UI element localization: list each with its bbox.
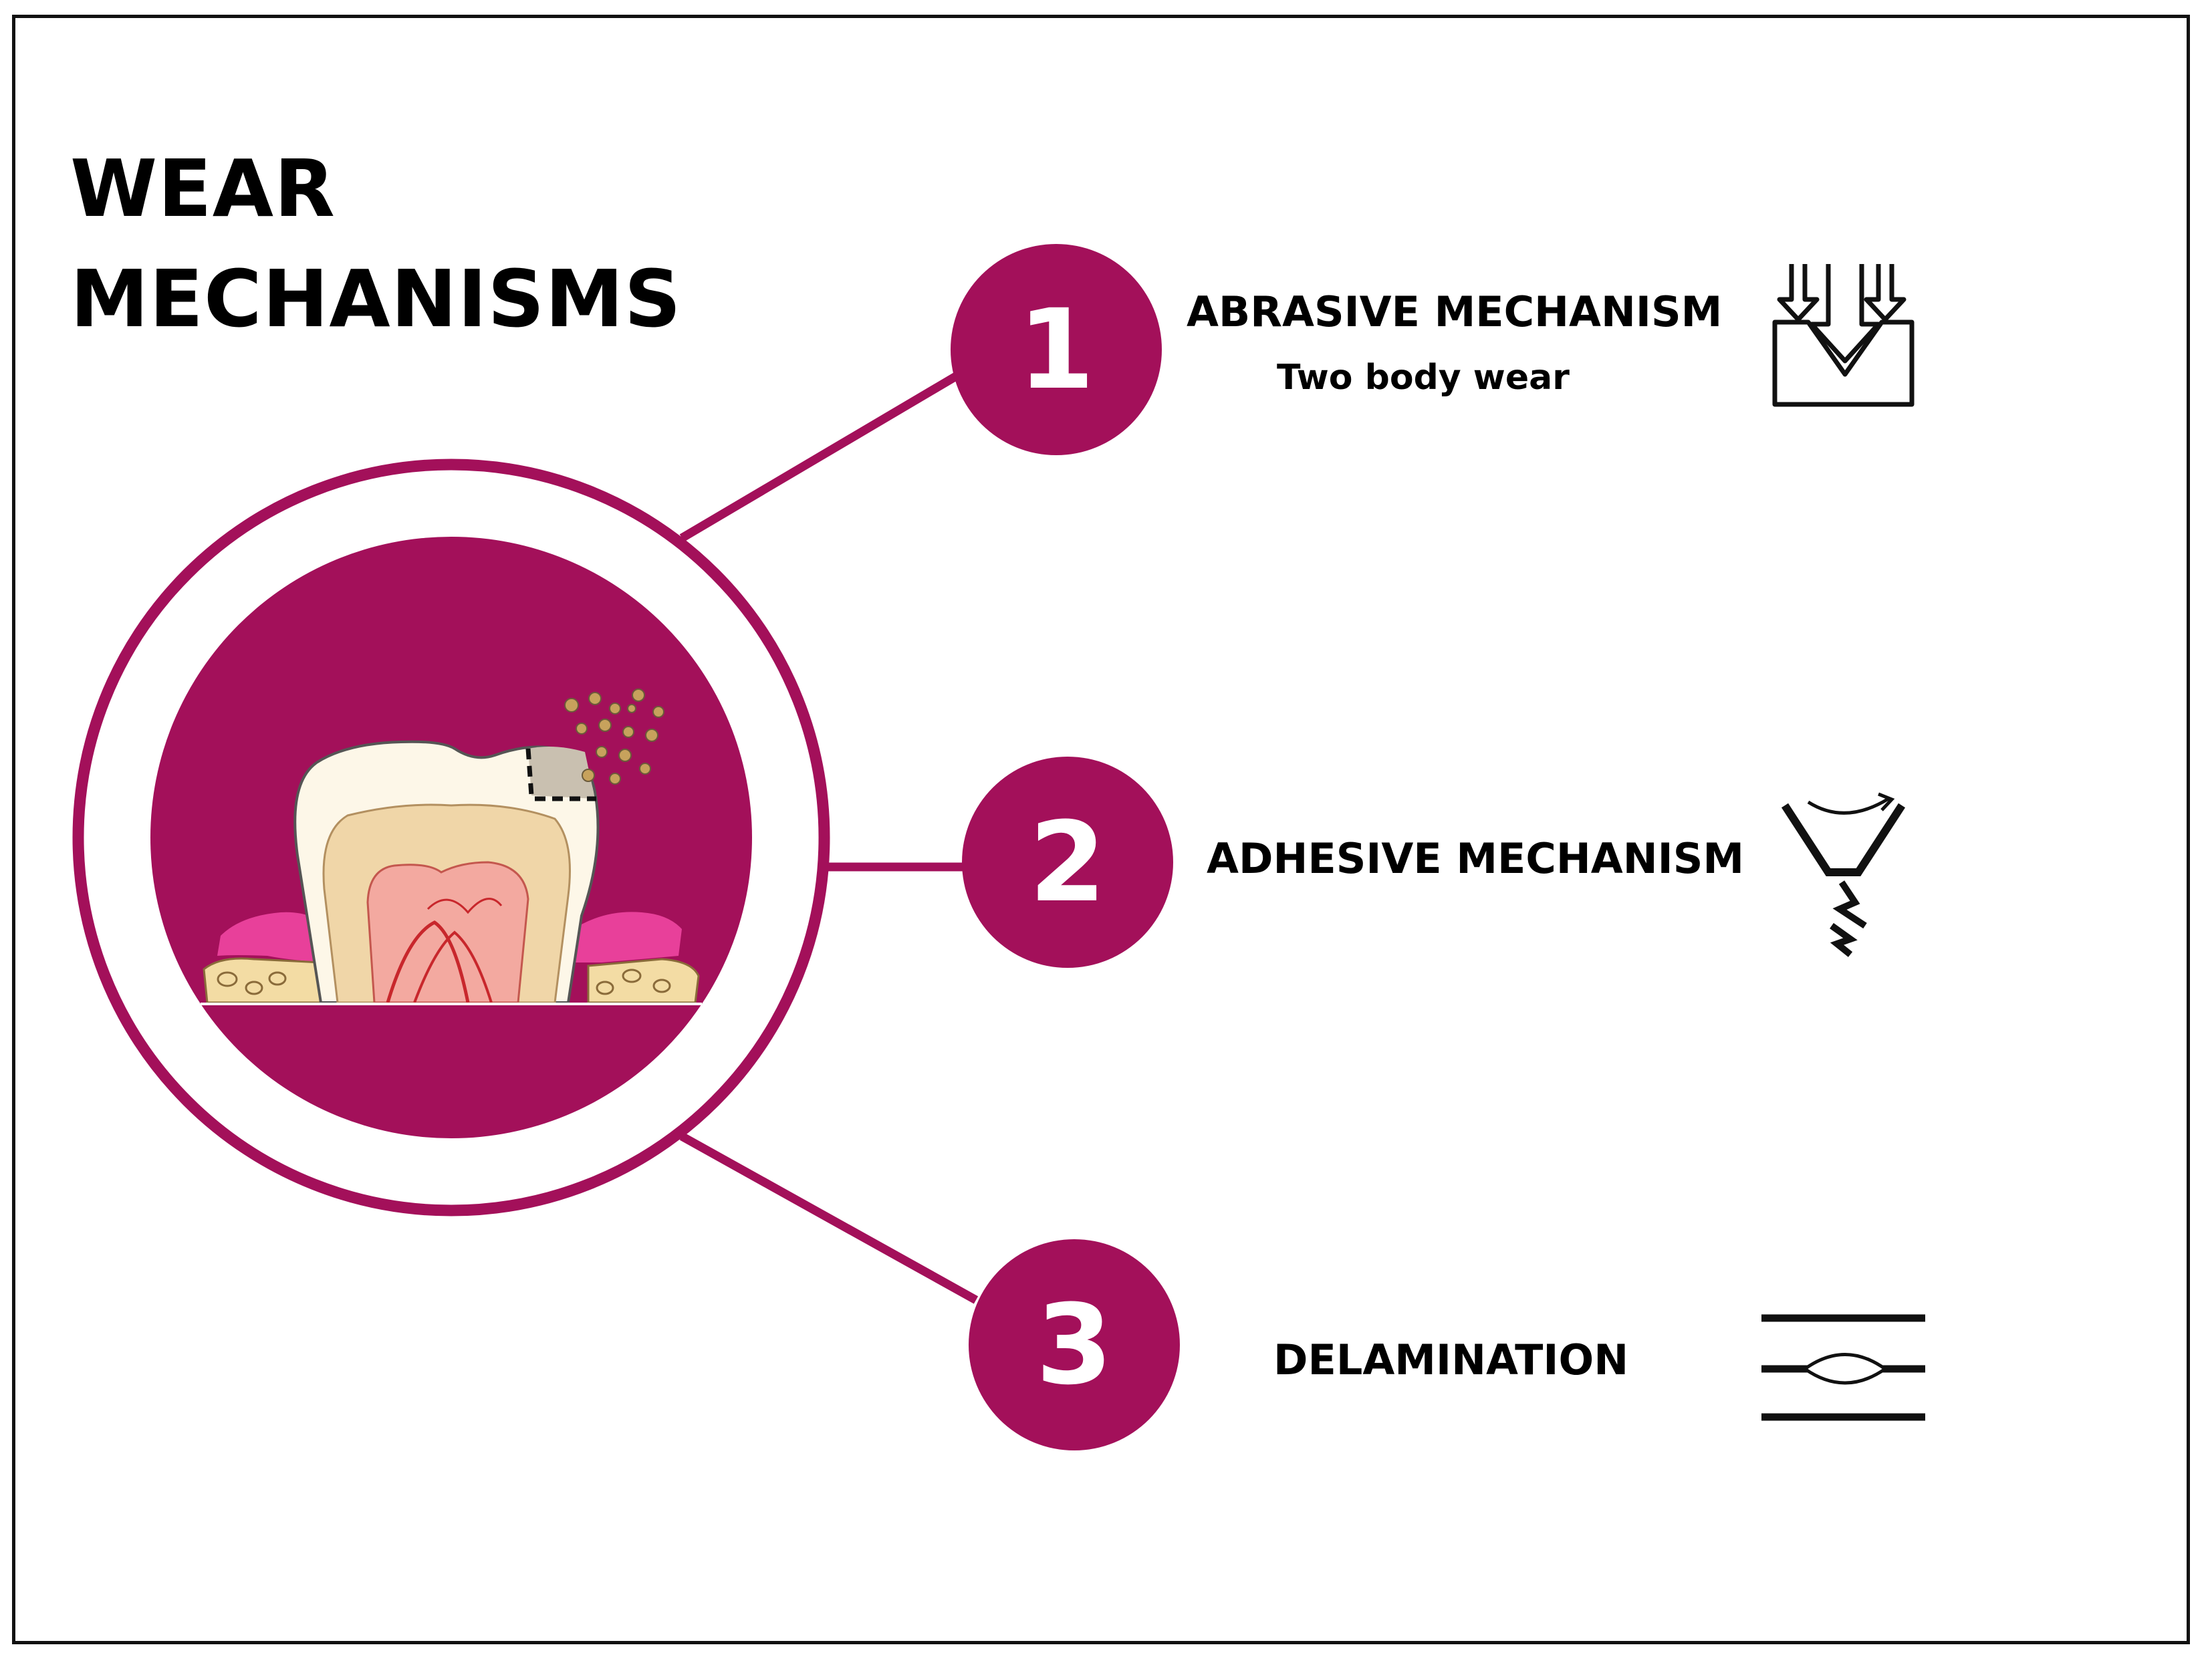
mechanism-3-badge: 3 (969, 1239, 1180, 1450)
mechanism-1-label: ABRASIVE MECHANISM (1187, 287, 1723, 336)
tooth-cross-section-icon (201, 688, 702, 1005)
number-1: 1 (1018, 285, 1095, 414)
mechanism-3-label: DELAMINATION (1273, 1335, 1629, 1384)
title-line-1: WEAR (70, 142, 336, 235)
mechanism-2-badge: 2 (962, 757, 1173, 968)
page-title: WEAR MECHANISMS (70, 134, 682, 354)
mechanism-1-badge: 1 (951, 244, 1162, 455)
delamination-icon (1761, 1314, 1925, 1421)
mechanism-1-sublabel: Two body wear (1277, 358, 1570, 398)
number-2: 2 (1029, 798, 1106, 926)
number-circle-2 (962, 757, 1173, 968)
adhesive-wear-icon (1781, 792, 1906, 957)
number-3: 3 (1036, 1281, 1113, 1409)
connector-1 (679, 370, 962, 542)
title-line-2: MECHANISMS (70, 253, 682, 345)
connector-3 (679, 1132, 979, 1304)
mechanism-2-label: ADHESIVE MECHANISM (1207, 834, 1745, 883)
abrasive-wear-icon (1772, 264, 1915, 407)
number-circle-3 (969, 1239, 1180, 1450)
number-circle-1 (951, 244, 1162, 455)
